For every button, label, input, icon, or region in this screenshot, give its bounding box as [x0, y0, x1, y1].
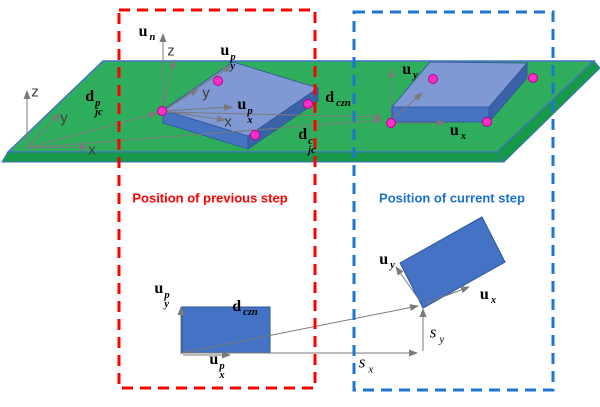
- u-y-arrow-bottom: [395, 266, 421, 302]
- previous-step-frame: [117, 8, 317, 390]
- cur-box-front-face: [391, 106, 490, 123]
- d-czn-arrow-bottom: [181, 304, 419, 354]
- d-jc-p-arrow: [26, 111, 158, 149]
- prev-box-front-dot: [250, 130, 260, 140]
- u-x-p-arrow-top: [162, 103, 233, 112]
- prev-box-y-arrow: [162, 88, 199, 112]
- global-x-arrow: [26, 143, 89, 151]
- prev-box-right-dot: [303, 99, 313, 109]
- cur-box-top-face: [391, 61, 528, 108]
- prev-box-origin-dot: [157, 106, 167, 116]
- cur-box-front-dot: [482, 117, 492, 127]
- current-step-frame: [352, 10, 555, 392]
- prev-box-z-arrow: [162, 59, 176, 112]
- u-x-arrow-bottom: [425, 286, 470, 304]
- prev-box-top-face: [162, 61, 319, 137]
- prev-box-x-arrow: [162, 110, 226, 123]
- cur-box-top-dot: [428, 74, 438, 84]
- d-jc-c-arrow: [26, 117, 383, 149]
- d-czn-arrow-top: [162, 111, 383, 121]
- cur-rect-2d: [399, 216, 506, 309]
- ground-plane-front: [1, 151, 505, 163]
- prev-rect-2d: [181, 306, 271, 354]
- ground-plane-side: [496, 60, 600, 163]
- global-y-arrow: [26, 113, 61, 149]
- u-y-arrow-top: [390, 92, 423, 122]
- cur-box-back-dot: [528, 73, 538, 83]
- prev-box-top-dot: [213, 76, 223, 86]
- cur-box-origin-dot: [386, 118, 396, 128]
